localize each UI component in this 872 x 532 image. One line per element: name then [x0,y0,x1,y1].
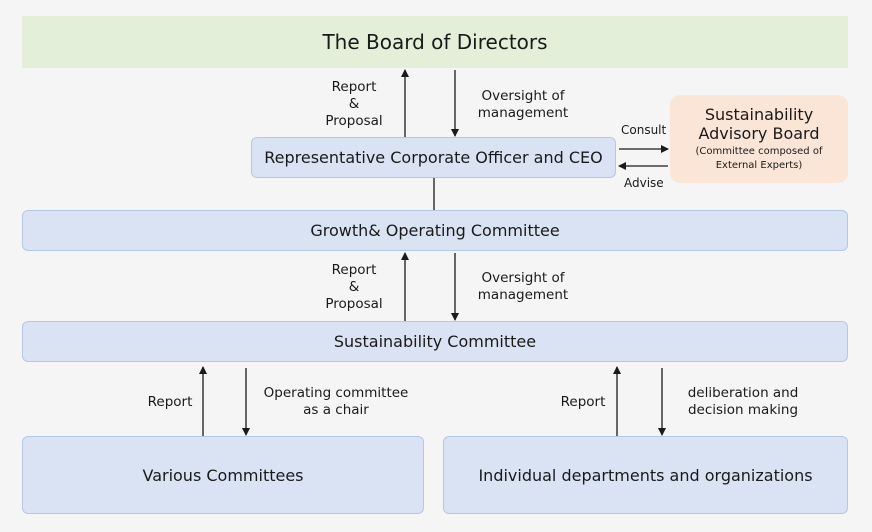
various-committees-box: Various Committees [22,436,424,514]
advisory-subtitle-line2: External Experts) [715,160,803,171]
growth-title: Growth& Operating Committee [310,221,560,240]
report-label-left: Report [147,394,193,410]
board-title: The Board of Directors [322,30,548,54]
ceo-box: Representative Corporate Officer and CEO [251,137,616,178]
oversight-label-top: Oversight of management [477,88,569,121]
consult-label: Consult [621,123,667,137]
advisory-title-line1: Sustainability [704,105,814,124]
advisory-board-box: Sustainability Advisory Board (Committee… [670,95,848,183]
sustainability-title: Sustainability Committee [333,332,537,351]
oversight-label-middle: Oversight of management [477,270,569,303]
ceo-title: Representative Corporate Officer and CEO [264,148,603,167]
departments-title: Individual departments and organizations [478,465,813,485]
advisory-title-line2: Advisory Board [698,124,820,143]
departments-box: Individual departments and organizations [443,436,848,514]
report-proposal-label-middle: Report & Proposal [325,262,383,312]
operating-chair-label: Operating committee as a chair [263,385,409,418]
deliberation-label: deliberation and decision making [687,385,799,418]
growth-operating-committee-box: Growth& Operating Committee [22,210,848,251]
advisory-subtitle-line1: (Committee composed of [695,146,823,157]
report-proposal-label-top: Report & Proposal [325,79,383,129]
report-label-right: Report [560,394,606,410]
advise-label: Advise [624,176,664,190]
sustainability-committee-box: Sustainability Committee [22,321,848,362]
board-of-directors-box: The Board of Directors [22,16,848,68]
various-title: Various Committees [142,465,304,485]
